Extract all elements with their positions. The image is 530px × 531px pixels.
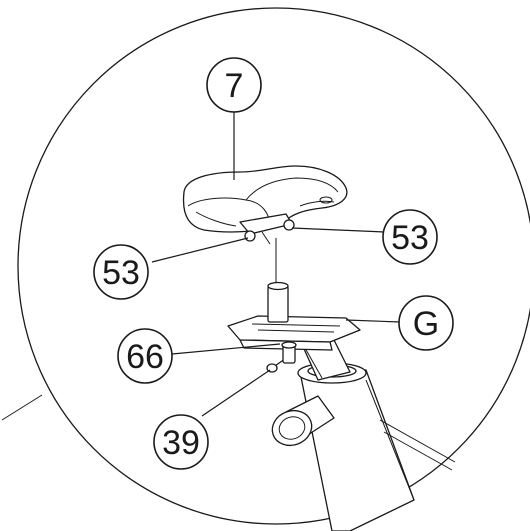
- seat-slider: [227, 315, 361, 351]
- frame-knob: [271, 395, 335, 447]
- callout-66-label: 66: [126, 338, 164, 376]
- callout-39-label: 39: [162, 424, 200, 462]
- callout-g: G: [398, 295, 454, 351]
- callout-leaders: [151, 110, 401, 417]
- callout-53-right-label: 53: [391, 219, 429, 257]
- seat-stem: [267, 238, 289, 323]
- callout-53-left: 53: [93, 244, 149, 300]
- callout-53-left-label: 53: [102, 254, 140, 292]
- callout-39: 39: [153, 414, 209, 470]
- detail-circle: [17, 7, 530, 525]
- callout-7-label: 7: [225, 67, 244, 105]
- frame-tube: [297, 362, 456, 531]
- callout-66: 66: [117, 328, 173, 384]
- saddle: [182, 165, 348, 245]
- callout-53-right: 53: [382, 209, 438, 265]
- callout-g-label: G: [413, 305, 439, 343]
- callout-7: 7: [206, 57, 262, 113]
- detail-pointer-line: [1, 394, 43, 421]
